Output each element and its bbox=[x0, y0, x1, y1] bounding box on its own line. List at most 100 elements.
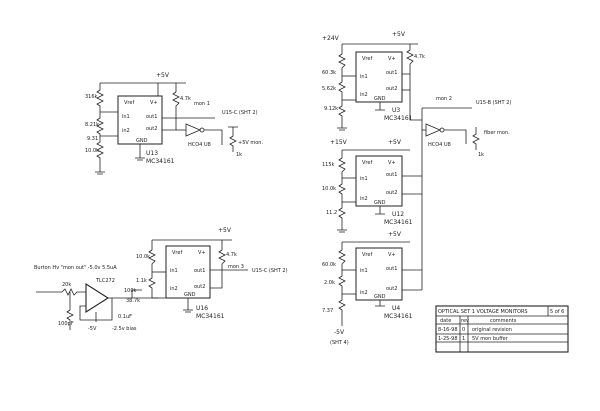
pin-gnd: GND bbox=[374, 294, 386, 300]
row1-comment: original revision bbox=[472, 327, 512, 333]
net-out: mon 3 bbox=[228, 264, 244, 270]
bias-label: -2.5v bias bbox=[112, 326, 137, 332]
supply-5v-a: +5V bbox=[392, 31, 406, 38]
pin-out1: out1 bbox=[386, 70, 397, 76]
res-4: 10.0k bbox=[85, 148, 99, 154]
res-2: 8.21k bbox=[85, 122, 99, 128]
pin-in1: in1 bbox=[170, 268, 178, 274]
pin-vplus: V+ bbox=[198, 250, 206, 256]
res-3: 9.31 bbox=[87, 136, 98, 142]
pin-in1: in1 bbox=[122, 114, 130, 120]
circuit-u13: +5V Vref V+ in1 in2 out1 out2 GND U13 MC… bbox=[85, 72, 263, 175]
pin-out2: out2 bbox=[146, 126, 157, 132]
pin-out1: out1 bbox=[146, 114, 157, 120]
res-small: 1k bbox=[236, 152, 242, 158]
opamp bbox=[85, 282, 110, 314]
cap-1: 100pF bbox=[58, 321, 74, 327]
pin-in1: in1 bbox=[360, 176, 368, 182]
chip-label: U16 bbox=[196, 305, 208, 312]
note-u4: (SHT 4) bbox=[330, 340, 349, 346]
chip-u4-label: U4 bbox=[392, 305, 400, 312]
pin-out1: out1 bbox=[194, 268, 205, 274]
res-u4-3: 7.37 bbox=[322, 308, 333, 314]
pin-out1: out1 bbox=[386, 266, 397, 272]
supply-label: +5V bbox=[156, 72, 170, 79]
pin-out2: out2 bbox=[386, 190, 397, 196]
title-block: OPTICAL SET 1 VOLTAGE MONITORS 5 of 6 da… bbox=[435, 305, 569, 353]
pin-in1: in1 bbox=[360, 74, 368, 80]
extra-label: +5V mon. bbox=[238, 140, 263, 146]
supply-label: +5V bbox=[218, 227, 232, 234]
pin-in2: in2 bbox=[360, 196, 368, 202]
pin-out2: out2 bbox=[194, 284, 205, 290]
res-5: 4.7k bbox=[180, 96, 191, 102]
chip-part: MC34161 bbox=[146, 158, 175, 165]
chip-u3-part: MC34161 bbox=[384, 115, 413, 122]
pin-vplus: V+ bbox=[388, 160, 396, 166]
res-a: 100k bbox=[124, 288, 137, 294]
pin-in2: in2 bbox=[122, 128, 130, 134]
res-u12-1: 115k bbox=[322, 162, 335, 168]
pin-vplus: V+ bbox=[388, 252, 396, 258]
neg-supply: -5V bbox=[88, 326, 97, 332]
res-b: 38.7k bbox=[126, 298, 140, 304]
pin-vref: Vref bbox=[362, 160, 372, 166]
row2-comment: 5V mon buffer bbox=[472, 336, 509, 342]
row2-date: 1-25-98 bbox=[438, 336, 458, 342]
circuit-u16: Burton Hv "mon out" -5.0v 5.5uA 20k 100p… bbox=[34, 227, 288, 332]
chip-label: U13 bbox=[146, 150, 158, 157]
pin-vplus: V+ bbox=[150, 100, 158, 106]
pin-in1: in1 bbox=[360, 268, 368, 274]
res-u3-4: 4.7k bbox=[414, 54, 425, 60]
pin-vref: Vref bbox=[172, 250, 182, 256]
res-in: 20k bbox=[62, 282, 71, 288]
res-u3-1: 60.3k bbox=[322, 70, 336, 76]
dest: U15-C (SHT 2) bbox=[252, 268, 288, 274]
res-small: 1k bbox=[478, 152, 484, 158]
net-out: mon 1 bbox=[194, 101, 210, 107]
pin-gnd: GND bbox=[374, 200, 386, 206]
title-text: OPTICAL SET 1 VOLTAGE MONITORS bbox=[438, 309, 528, 315]
pin-in2: in2 bbox=[360, 92, 368, 98]
supply-neg5v: -5V bbox=[334, 329, 345, 336]
net-out: mon 2 bbox=[436, 96, 452, 102]
extra-label: fiber mon. bbox=[484, 130, 510, 136]
chip-u3-label: U3 bbox=[392, 107, 400, 114]
pin-in2: in2 bbox=[170, 286, 178, 292]
res-u3-2: 5.62k bbox=[322, 86, 336, 92]
res-u4-2: 2.0k bbox=[324, 280, 335, 286]
res-u12-3: 11.2 bbox=[326, 210, 337, 216]
chip-part: MC34161 bbox=[196, 313, 225, 320]
dest: U15-C (SHT 2) bbox=[222, 110, 258, 116]
row1-rev: 0 bbox=[462, 327, 465, 333]
header-date: date bbox=[440, 318, 451, 324]
pin-vref: Vref bbox=[124, 100, 134, 106]
amp-label: TLC272 bbox=[95, 278, 115, 284]
chip-u16 bbox=[165, 245, 211, 299]
pin-gnd: GND bbox=[136, 138, 148, 144]
res-u3-3: 9.12k bbox=[324, 106, 338, 112]
pin-vplus: V+ bbox=[388, 56, 396, 62]
chip-u4 bbox=[355, 247, 403, 301]
pin-gnd: GND bbox=[184, 292, 196, 298]
row1-date: 8-16-98 bbox=[438, 327, 458, 333]
row2-rev: 1 bbox=[462, 336, 465, 342]
cap-2: 0.1uF bbox=[118, 314, 132, 320]
pin-out1: out1 bbox=[386, 172, 397, 178]
res-1: 316k bbox=[85, 94, 98, 100]
res-c: 10.0k bbox=[136, 254, 150, 260]
dest: U15-B (SHT 2) bbox=[476, 100, 511, 106]
pin-out2: out2 bbox=[386, 286, 397, 292]
circuit-right: +24V +5V 60.3k 5.62k 9.12k Vref V+ in1 i… bbox=[322, 31, 511, 346]
pin-in2: in2 bbox=[360, 290, 368, 296]
chip-u12-label: U12 bbox=[392, 211, 404, 218]
res-e: 1.1k bbox=[136, 278, 147, 284]
res-u12-2: 10.0k bbox=[322, 186, 336, 192]
gate-label: HCO4 U8 bbox=[428, 142, 451, 148]
chip-u13 bbox=[117, 95, 163, 145]
supply-5v-c: +5V bbox=[388, 231, 402, 238]
source-label: Burton Hv "mon out" -5.0v 5.5uA bbox=[34, 265, 117, 271]
chip-u4-part: MC34161 bbox=[384, 313, 413, 320]
